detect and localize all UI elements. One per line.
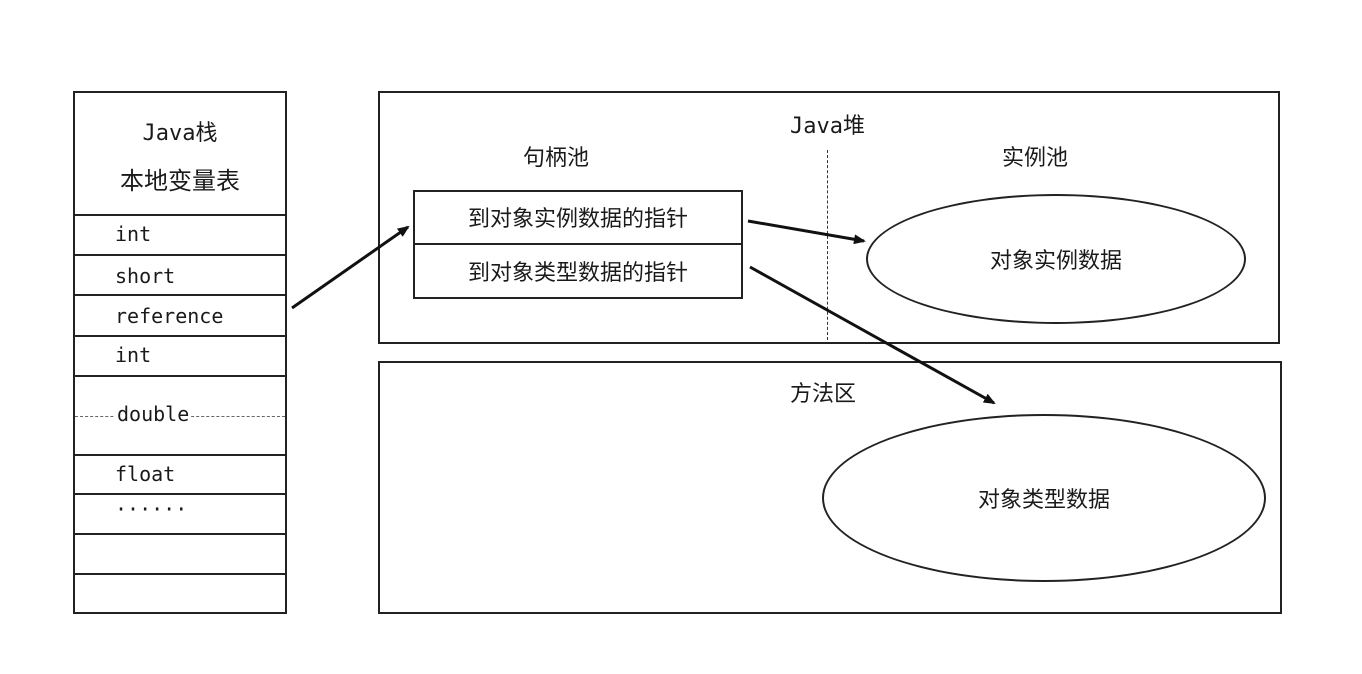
heap-title: Java堆 [790,114,865,139]
handle-box: 到对象实例数据的指针 到对象类型数据的指针 [413,190,743,299]
object-instance-data-ellipse: 对象实例数据 [866,194,1246,324]
handle-pool-title: 句柄池 [523,146,590,171]
object-instance-data-label: 对象实例数据 [989,249,1122,274]
stack-slot-int: int [75,216,285,256]
instance-pointer-row: 到对象实例数据的指针 [415,192,741,245]
stack-slot-float: float [75,456,285,495]
stack-slot-int-2: int [75,337,285,377]
stack-slot-empty [75,535,285,575]
stack-title: Java栈 [142,121,218,146]
instance-pool-title: 实例池 [1002,146,1069,171]
stack-slot-label: reference [115,304,224,328]
stack-header: Java栈 本地变量表 [75,93,285,216]
object-type-data-ellipse: 对象类型数据 [822,414,1266,582]
stack-slot-short: short [75,256,285,296]
stack-slot-double: double [75,377,285,456]
java-stack: Java栈 本地变量表 int short reference int doub… [73,91,287,614]
type-pointer-row: 到对象类型数据的指针 [467,260,688,286]
stack-slot-ellipsis: ······ [75,495,285,535]
method-area-title: 方法区 [790,382,857,407]
stack-slot-label: double [115,402,192,426]
stack-slot-reference: reference [75,296,285,337]
heap-divider [827,150,828,340]
stack-slot-label: ······ [115,497,188,521]
stack-slot-label: short [115,264,176,288]
stack-slot-label: int [115,222,152,246]
local-variable-table-title: 本地变量表 [120,167,240,195]
stack-slot-label: int [115,343,152,367]
object-type-data-label: 对象类型数据 [977,488,1110,513]
stack-slot-label: float [115,462,176,486]
